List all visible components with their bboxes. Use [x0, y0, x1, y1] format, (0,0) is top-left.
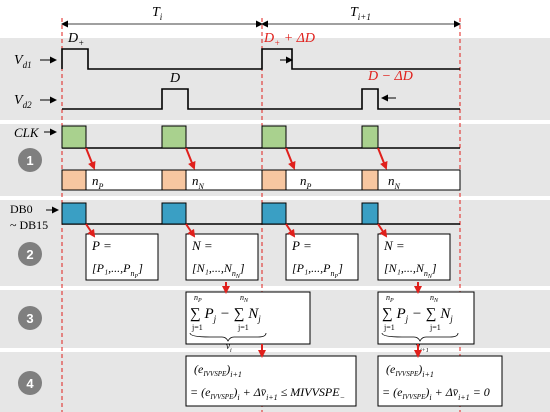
counter-row: nP nN nP nN — [61, 169, 461, 191]
step-3-circle — [18, 306, 42, 330]
db15-label: ~ DB15 — [10, 218, 48, 232]
svg-text:nP: nP — [386, 293, 394, 304]
svg-text:1: 1 — [26, 153, 33, 168]
clk-row — [61, 125, 460, 149]
step-markers: 1 2 3 4 — [18, 148, 42, 395]
svg-text:= (eIVVSPE)i + Δv̄i+1 = 0: = (eIVVSPE)i + Δv̄i+1 = 0 — [382, 385, 490, 402]
clk-pulse — [361, 125, 379, 149]
svg-text:j=1: j=1 — [383, 323, 395, 332]
vd2-waveform — [62, 88, 460, 110]
nn-label: nN — [388, 173, 401, 191]
svg-text:[P₁,...,PnP]: [P₁,...,PnP] — [292, 261, 343, 280]
svg-text:[N₁,...,NnN]: [N₁,...,NnN] — [192, 261, 245, 280]
clk-label: CLK — [14, 125, 40, 140]
svg-text:j=1: j=1 — [429, 323, 441, 332]
vd1-label: Vd1 — [14, 53, 32, 70]
svg-text:j=1: j=1 — [191, 323, 203, 332]
d-center-label: D — [169, 71, 180, 86]
svg-text:v̄i: v̄i — [226, 341, 232, 354]
counter-fill — [61, 169, 87, 191]
svg-text:P =: P = — [291, 238, 312, 253]
signal-labels: Vd1 Vd2 CLK DB0 ~ DB15 — [10, 53, 48, 232]
db-pulse — [61, 202, 87, 225]
flow-arrow — [377, 223, 388, 238]
eq-box-right — [377, 355, 503, 407]
d-plus-delta-label: D+ + ΔD — [263, 31, 315, 48]
sum-boxes: nP nN ∑ Pj − ∑ Nj j=1 j=1 v̄i nP nN ∑ Pj… — [185, 291, 475, 354]
period-markers: Ti Ti+1 — [61, 5, 461, 28]
period-tnext-label: Ti+1 — [350, 5, 371, 22]
step-2-circle — [18, 242, 42, 266]
step-1-circle — [18, 148, 42, 172]
svg-text:3: 3 — [26, 311, 33, 326]
db-pulse — [261, 202, 287, 225]
svg-text:N =: N = — [383, 238, 405, 253]
period-ti-label: Ti — [152, 5, 163, 22]
clk-pulse — [161, 125, 187, 149]
svg-text:P =: P = — [91, 238, 112, 253]
clk-pulse — [261, 125, 287, 149]
svg-text:(eIVVSPE)i+1: (eIVVSPE)i+1 — [386, 362, 434, 379]
svg-text:nN: nN — [240, 293, 249, 304]
svg-text:nN: nN — [430, 293, 439, 304]
svg-text:∑ Pj − ∑ Nj: ∑ Pj − ∑ Nj — [382, 306, 453, 324]
band-vd — [0, 38, 550, 120]
eq-box-left — [185, 355, 357, 407]
svg-text:= (eIVVSPE)i + Δv̄i+1 ≤ MIVVSP: = (eIVVSPE)i + Δv̄i+1 ≤ MIVVSPE− — [190, 385, 345, 402]
d-plus-label: D+ — [67, 31, 84, 48]
svg-text:[N₁,...,NnN]: [N₁,...,NnN] — [384, 261, 437, 280]
clk-pulse — [61, 125, 87, 149]
db0-label: DB0 — [10, 202, 33, 216]
n-array-box — [377, 233, 451, 281]
step-4-circle — [18, 371, 42, 395]
flow-arrow — [285, 223, 296, 238]
d-minus-delta-label: D − ΔD — [367, 69, 413, 84]
svg-text:N =: N = — [191, 238, 213, 253]
svg-text:∑ Pj − ∑ Nj: ∑ Pj − ∑ Nj — [190, 306, 261, 324]
flow-arrow — [377, 147, 388, 170]
db-row — [61, 202, 460, 225]
sum-box — [377, 291, 475, 345]
n-array-box — [185, 233, 259, 281]
flow-arrow — [185, 147, 196, 170]
sum-box — [185, 291, 311, 345]
svg-text:j=1: j=1 — [237, 323, 249, 332]
flow-arrow — [85, 147, 96, 170]
svg-text:4: 4 — [26, 376, 34, 391]
flow-arrow — [185, 223, 196, 238]
label-arrows — [40, 56, 59, 214]
np-label: nP — [92, 173, 104, 191]
vd2-label: Vd2 — [14, 93, 32, 110]
counter-fill — [361, 169, 379, 191]
svg-text:[P₁,...,PnP]: [P₁,...,PnP] — [92, 261, 143, 280]
db-pulse — [361, 202, 379, 225]
svg-text:2: 2 — [26, 247, 33, 262]
array-boxes: P = [P₁,...,PnP] N = [N₁,...,NnN] P = [P… — [85, 233, 451, 281]
eq-boxes: (eIVVSPE)i+1 = (eIVVSPE)i + Δv̄i+1 ≤ MIV… — [185, 355, 503, 407]
svg-text:nP: nP — [194, 293, 202, 304]
flow-arrow — [285, 147, 296, 170]
counter-fill — [161, 169, 187, 191]
counter-strip — [61, 169, 461, 191]
db-pulse — [161, 202, 187, 225]
flow-arrows — [85, 147, 422, 358]
flow-arrow — [85, 223, 96, 238]
p-array-box — [285, 233, 359, 281]
np-label: nP — [300, 173, 312, 191]
p-array-box — [85, 233, 159, 281]
counter-fill — [261, 169, 287, 191]
svg-text:(eIVVSPE)i+1: (eIVVSPE)i+1 — [194, 362, 242, 379]
nn-label: nN — [192, 173, 205, 191]
